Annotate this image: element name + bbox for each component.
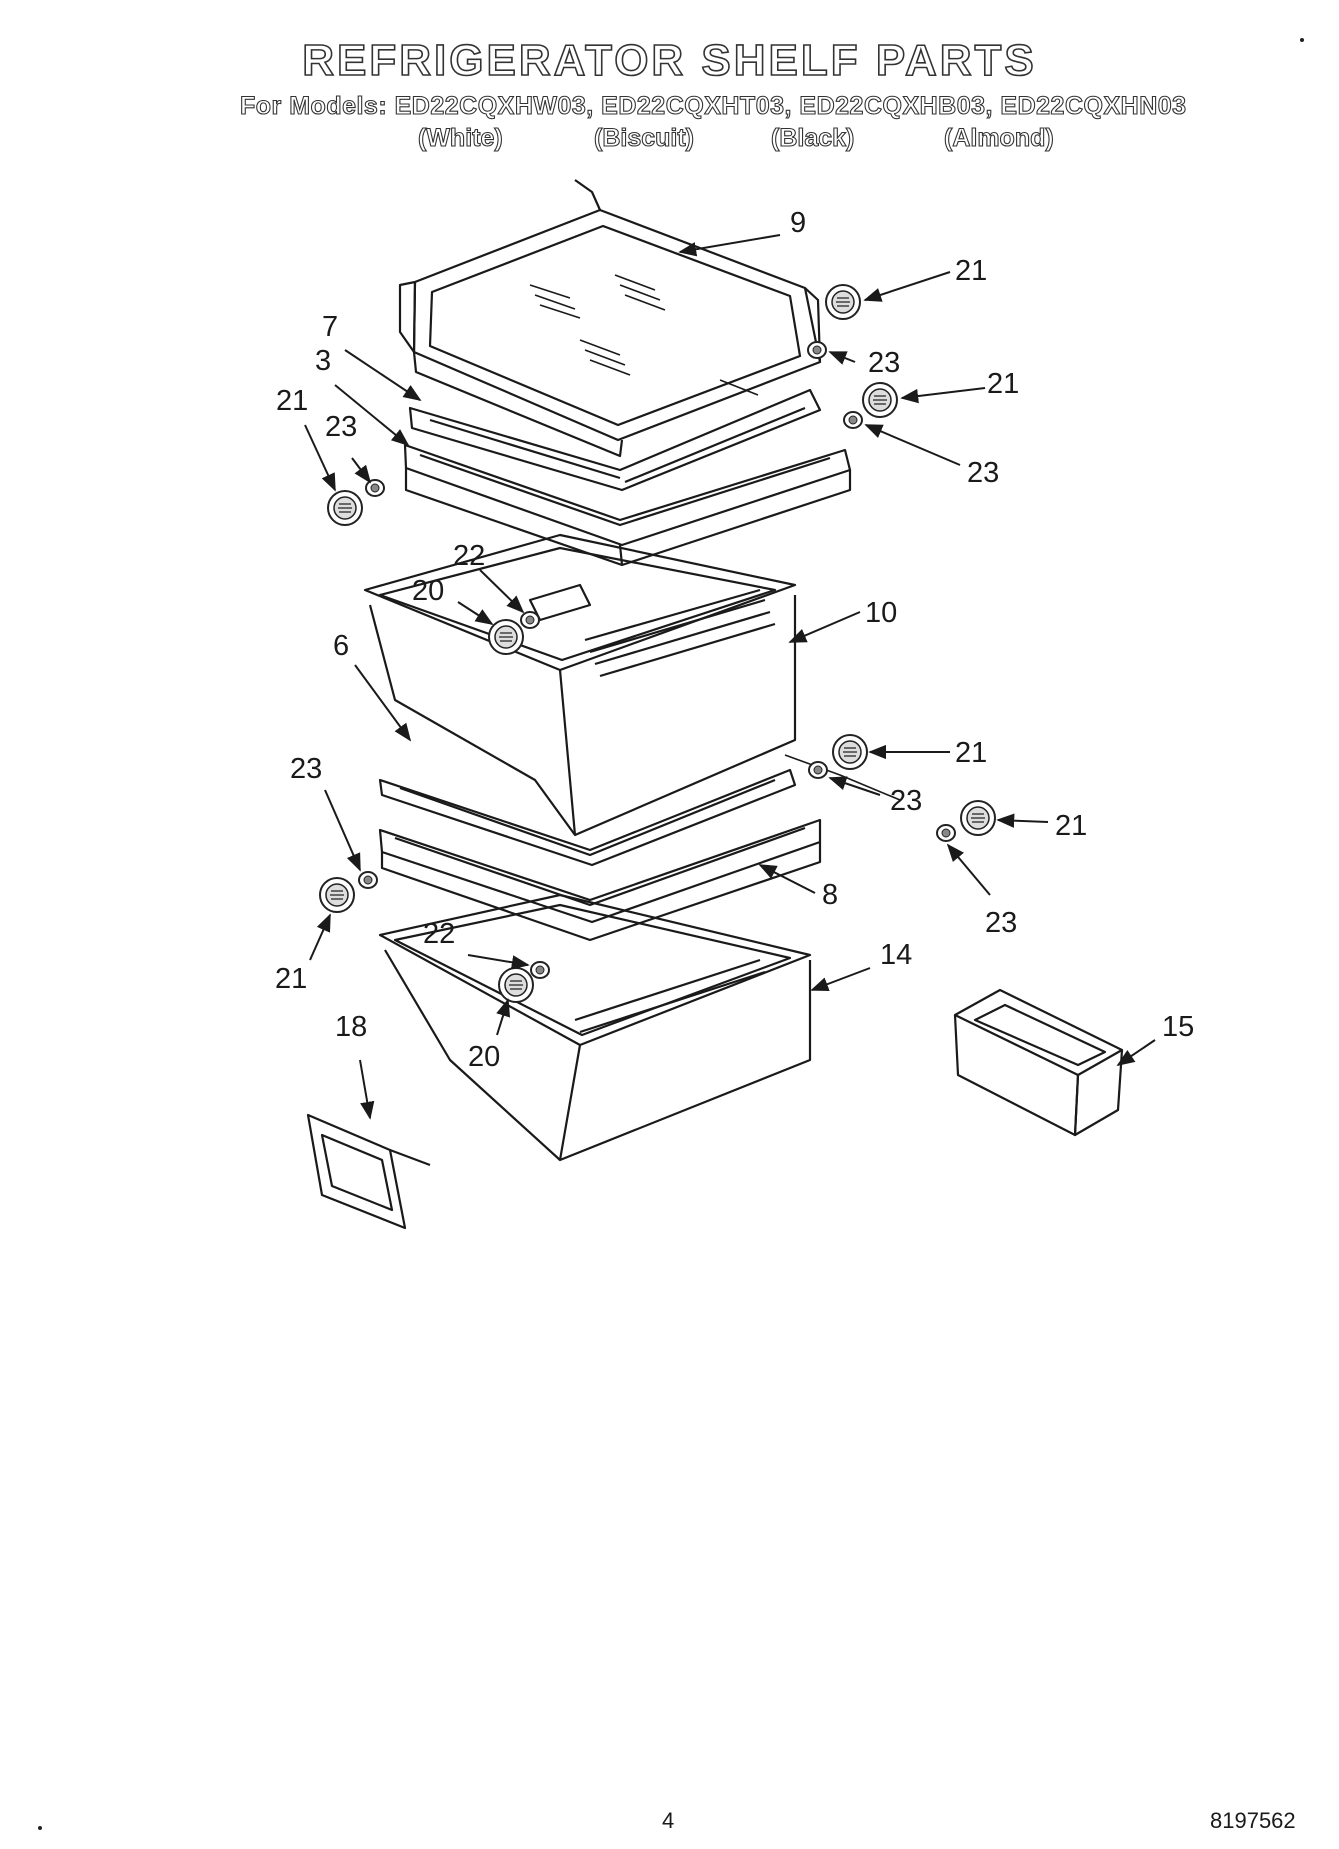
callout-22: 22: [423, 918, 455, 950]
callout-21: 21: [1055, 810, 1087, 842]
knob-icon: [832, 734, 868, 770]
document-number: 8197562: [1210, 1808, 1296, 1833]
part-8-lower-shelf-frame: [378, 818, 822, 942]
part-9-glass-shelf: [398, 179, 822, 458]
callout-3: 3: [315, 345, 331, 377]
page-title: REFRIGERATOR SHELF PARTS: [301, 35, 1037, 86]
callout-18: 18: [335, 1011, 367, 1043]
screw-icon: [365, 479, 385, 497]
callout-21: 21: [275, 963, 307, 995]
screw-icon: [530, 961, 550, 979]
callout-6: 6: [333, 630, 349, 662]
callout-15: 15: [1162, 1011, 1194, 1043]
color-label-biscuit: (Biscuit): [593, 123, 694, 152]
knob-icon: [862, 382, 898, 418]
knob-icon: [319, 877, 355, 913]
knob-icon: [488, 619, 524, 655]
screw-icon: [520, 611, 540, 629]
callout-23: 23: [985, 907, 1017, 939]
callout-21: 21: [955, 255, 987, 287]
callout-10: 10: [865, 597, 897, 629]
callout-20: 20: [468, 1041, 500, 1073]
color-label-almond: (Almond): [943, 123, 1054, 152]
callout-21: 21: [987, 368, 1019, 400]
callout-23: 23: [967, 457, 999, 489]
callout-9: 9: [790, 207, 806, 239]
knob-icon: [825, 284, 861, 320]
color-label-black: (Black): [770, 123, 855, 152]
callout-23: 23: [325, 411, 357, 443]
callout-23: 23: [868, 347, 900, 379]
callout-23: 23: [890, 785, 922, 817]
callout-23: 23: [290, 753, 322, 785]
part-6-lower-shelf: [378, 768, 797, 867]
screw-icon: [808, 761, 828, 779]
color-label-white: (White): [417, 123, 503, 152]
page-number: 4: [662, 1808, 675, 1833]
models-line: For Models: ED22CQXHW03, ED22CQXHT03, ED…: [239, 91, 1187, 120]
knob-icon: [498, 967, 534, 1003]
callout-8: 8: [822, 879, 838, 911]
callout-21: 21: [276, 385, 308, 417]
screw-icon: [936, 824, 956, 842]
screw-icon: [358, 871, 378, 889]
corner-dot: [38, 1826, 42, 1830]
part-3-shelf-frame: [403, 443, 852, 567]
leader-wire: [784, 754, 901, 801]
knob-icon: [960, 800, 996, 836]
part-18-label-holder: [306, 1113, 431, 1230]
callout-7: 7: [322, 311, 338, 343]
callout-21: 21: [955, 737, 987, 769]
part-14-crisper-pan: [378, 893, 812, 1162]
callout-22: 22: [453, 540, 485, 572]
callout-20: 20: [412, 575, 444, 607]
screw-icon: [807, 341, 827, 359]
leader-arrows: [304, 234, 1156, 1120]
leader-wire: [719, 379, 759, 396]
part-7-shelf-trim: [408, 388, 822, 492]
knob-icon: [327, 490, 363, 526]
callout-14: 14: [880, 939, 912, 971]
corner-mark: [1300, 38, 1304, 42]
screw-icon: [843, 411, 863, 429]
part-15-bin: [953, 988, 1124, 1137]
